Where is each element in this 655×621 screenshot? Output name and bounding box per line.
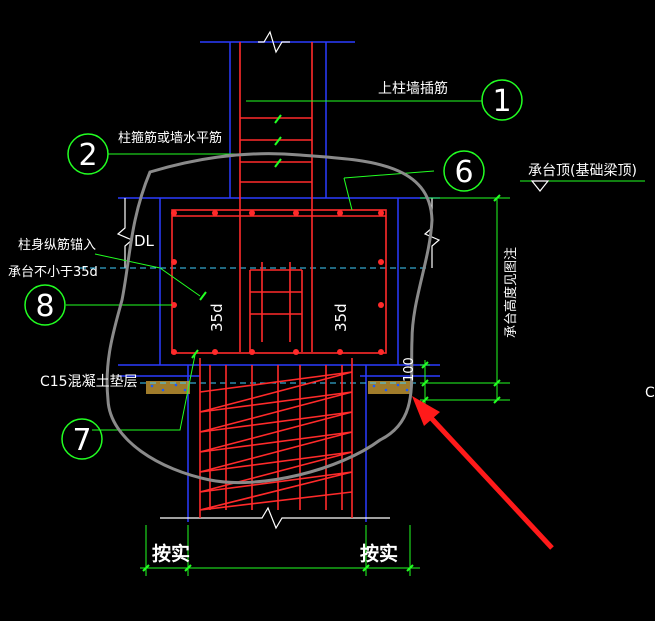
- label-anchor-1: 柱身纵筋锚入: [18, 237, 96, 253]
- callout-1-number: 1: [492, 84, 511, 119]
- label-35d-right: 35d: [332, 303, 350, 332]
- callout-1: 1: [481, 79, 523, 121]
- label-cushion: C15混凝土垫层: [40, 374, 138, 390]
- label-cap-top: 承台顶(基础梁顶): [528, 162, 637, 179]
- callout-7: 7: [61, 418, 103, 460]
- left-break-mark: [116, 198, 134, 268]
- callout-2-number: 2: [78, 138, 97, 173]
- label-100: 100: [402, 357, 417, 382]
- pile-cap-outline: [118, 197, 440, 377]
- rebar-cage: [171, 42, 387, 518]
- label-vertical-dim: 承台高度见图注: [503, 247, 519, 338]
- label-as-built-left: 按实: [152, 542, 190, 565]
- hand-drawn-highlight: [105, 152, 434, 485]
- axis-lines: [80, 267, 430, 384]
- callout-8: 8: [24, 284, 66, 326]
- red-arrow-annotation: [412, 396, 554, 550]
- upper-break-mark: [258, 30, 290, 54]
- upper-column-outline: [200, 41, 355, 198]
- callout-6-number: 6: [454, 155, 473, 190]
- label-35d-left: 35d: [208, 303, 226, 332]
- callout-6: 6: [443, 150, 485, 192]
- dimension-ticks: [142, 114, 501, 572]
- callout-2: 2: [67, 133, 109, 175]
- cushion-layer: [146, 381, 412, 394]
- label-stirrup: 柱箍筋或墙水平筋: [118, 130, 222, 146]
- label-anchor-2: 承台不小于35d: [8, 265, 98, 280]
- cap-top-marker: [530, 180, 550, 192]
- rebar-dots: [171, 210, 384, 355]
- callout-7-number: 7: [72, 423, 91, 458]
- label-as-built-right: 按实: [360, 542, 398, 565]
- label-column-dowel: 上柱墙插筋: [378, 80, 448, 97]
- pile-outline: [187, 365, 367, 522]
- label-edge-c: C: [645, 385, 655, 401]
- lower-break-mark: [160, 506, 390, 530]
- callout-8-number: 8: [35, 289, 54, 324]
- dimension-lines: [66, 100, 645, 576]
- label-dl: DL: [134, 232, 155, 250]
